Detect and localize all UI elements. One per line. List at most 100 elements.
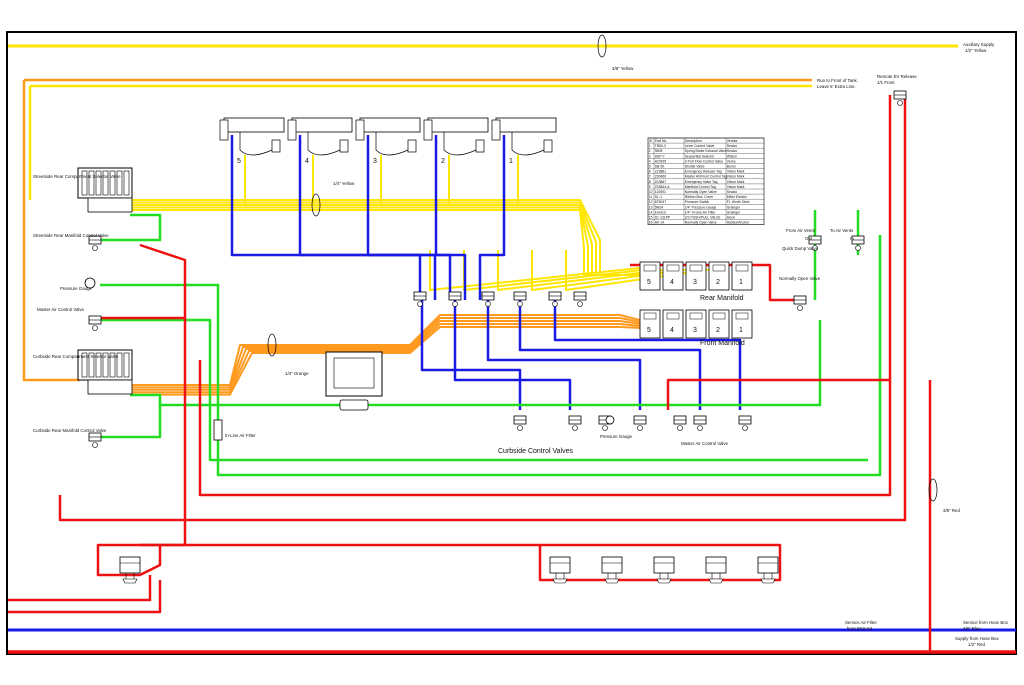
parts-table-cell: 4 — [649, 159, 651, 163]
compartment-number: 3 — [373, 158, 377, 165]
red-loop-2 — [666, 378, 890, 410]
curbside-selector-valve — [77, 349, 133, 395]
front-manifold-label: Front Manifold — [700, 340, 745, 347]
blue-ctrl-3 — [486, 300, 642, 410]
yellow-bundle-3 — [132, 206, 640, 276]
parts-table-cell: Normally Open Valve — [685, 221, 717, 225]
streetside-compartment-label: Streetside Rear Compartment Selector Val… — [33, 174, 121, 179]
parts-table-cell: 12 — [649, 200, 653, 204]
curbside-compartment-label: Curbside Rear Compartment Selector Valve — [33, 354, 119, 359]
yellow-bundle-0 — [132, 199, 640, 276]
inline-filter-label: In-Line Air Filter — [225, 433, 256, 438]
parts-table-cell: 878047 — [655, 200, 666, 204]
valve-symbol — [851, 235, 865, 251]
red-left-bottom — [8, 575, 152, 602]
manifold-port-number: 2 — [716, 327, 720, 334]
parts-table-cell: 1/4" Pressure Gauge — [685, 205, 717, 209]
compartment-valve-1: 1 — [491, 117, 557, 165]
run-to-front-label: Run to Front of Tank. — [817, 78, 858, 83]
parts-table-cell: 2 — [649, 149, 651, 153]
parts-table-cell: 223881 — [655, 170, 666, 174]
compartment-number: 4 — [305, 158, 309, 165]
supply-hose-size: 1/2" Red — [968, 642, 985, 647]
parts-table-cell: Vision Mark — [727, 180, 745, 184]
valve-symbol — [88, 432, 102, 448]
manifold-port-number: 3 — [693, 327, 697, 334]
orange-bundle-4 — [132, 326, 641, 396]
relay-valve — [119, 556, 141, 584]
manifold-port-number: 5 — [647, 327, 651, 334]
parts-table-cell: 7 — [649, 175, 651, 179]
parts-table-cell: Sealco — [727, 190, 737, 194]
leave-extra-label: Leave 5' Extra Line. — [817, 84, 856, 89]
valve-symbol — [693, 415, 707, 431]
valve-symbol — [568, 415, 582, 431]
parts-table-cell: Sealco — [727, 149, 737, 153]
blue-line-2 — [366, 135, 452, 300]
curbside-control-label: Curbside Control Valves — [498, 448, 573, 455]
parts-table-cell: Normally Open Valve — [685, 190, 717, 194]
parts-table-cell: Emergency Valve Tag — [685, 180, 718, 184]
parts-table-cell: Description — [685, 139, 702, 143]
parts-table-cell: Lever Control Valve — [685, 144, 715, 148]
compartment-valve-4: 4 — [287, 117, 353, 165]
parts-table-cell: Alcon — [727, 216, 736, 220]
parts-table-cell: 15 — [649, 216, 653, 220]
parts-table-cell: Manifold Control Tag — [685, 185, 716, 189]
to-air-vents-label: To Air Vents — [830, 228, 854, 233]
valve-symbol — [633, 415, 647, 431]
parts-table-cell: Master Air/Front Control Tag — [685, 175, 727, 179]
compartment-number: 1 — [509, 158, 513, 165]
blue-ctrl-1 — [420, 300, 522, 410]
line-size-marker — [597, 34, 607, 58]
compartment-valve-2: 2 — [423, 117, 489, 165]
relay-valve — [757, 556, 779, 584]
parts-table-cell: 16 — [649, 221, 653, 225]
from-air-vents-label: From Air Vents — [786, 228, 816, 233]
parts-table-cell: 13 — [649, 205, 653, 209]
aux-supply-size: 1/2" Yellow — [965, 48, 987, 53]
service-filter-label: Service Air Filter — [845, 620, 877, 625]
relay-valve — [653, 556, 675, 584]
parts-table-cell: 10 — [649, 190, 653, 194]
red-main-2 — [58, 95, 907, 522]
parts-table-cell: 3 — [649, 154, 651, 158]
parts-table-cell: Vision Mark — [727, 175, 745, 179]
manifold-port-number: 4 — [670, 279, 674, 286]
parts-table-cell: Ft. Worth Steel — [727, 200, 750, 204]
relay-valve — [601, 556, 623, 584]
blue-line-4 — [478, 135, 506, 300]
line-size-marker — [311, 193, 321, 217]
pressure-gauge-label: Pressure Gauge — [60, 286, 93, 291]
parts-table-cell: TB50-3 — [655, 144, 666, 148]
valve-symbol — [573, 291, 587, 307]
service-hose-size: 3/8" Blue — [963, 626, 981, 631]
red-main-4 — [96, 243, 187, 577]
manifold-port-number: 1 — [739, 327, 743, 334]
valve-symbol — [88, 235, 102, 251]
parts-table-cell: 2/2 PUSH/PULL VALVE — [685, 216, 721, 220]
compartment-valve-3: 3 — [355, 117, 421, 165]
blue-line-0 — [230, 135, 422, 300]
manifold-port-number: 1 — [739, 279, 743, 286]
parts-table-cell: 6 — [649, 170, 651, 174]
parts-table-cell: Grainger — [727, 205, 741, 209]
parts-table-cell: Vision Mark — [727, 185, 745, 189]
master-air-label: Master Air Control Valve — [37, 307, 85, 312]
valve-symbol — [448, 291, 462, 307]
blue-ctrl-2 — [453, 300, 572, 410]
aux-supply-label: Auxiliary Supply — [963, 42, 995, 47]
orange-1-4-label: 1/4" Orange — [285, 371, 309, 376]
parts-table-cell: 233844-A — [655, 185, 670, 189]
parts-table-cell: Shuttle Valve — [685, 165, 705, 169]
service-filter-from: from BSS Kit — [847, 626, 873, 631]
parts-table-cell: Sealco — [727, 144, 737, 148]
parts-table-cell: Ribbon Box, Cover — [685, 195, 714, 199]
parts-table-cell: Burns — [727, 165, 736, 169]
compartment-number: 5 — [237, 158, 241, 165]
valve-symbol — [793, 295, 807, 311]
parts-table-cell: Grainger — [727, 210, 741, 214]
